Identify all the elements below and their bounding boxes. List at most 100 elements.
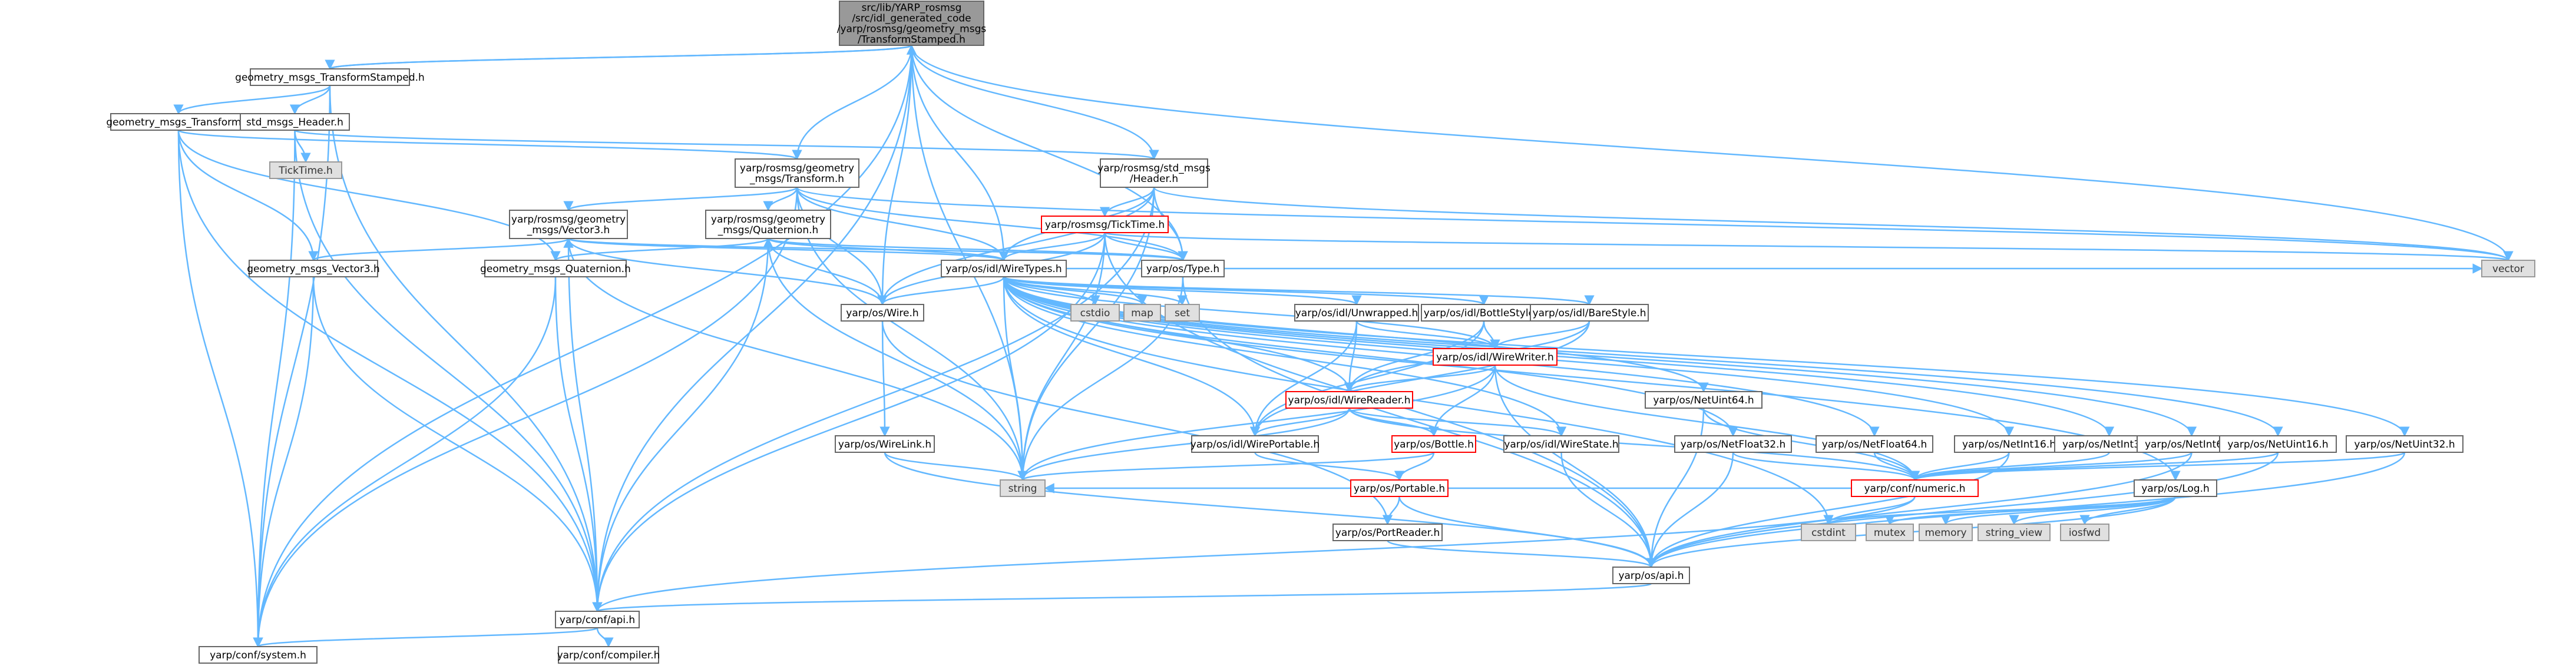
edge-log_h-to-string_view bbox=[2009, 496, 2177, 525]
node-box-conf_system[interactable] bbox=[199, 646, 318, 664]
node-rm_vector3[interactable]: yarp/rosmsg/geometry_msgs/Vector3.h bbox=[509, 210, 628, 239]
node-box-wirestate[interactable] bbox=[1503, 435, 1619, 453]
node-box-vector[interactable] bbox=[2481, 260, 2535, 277]
node-portable[interactable]: yarp/os/Portable.h bbox=[1350, 479, 1449, 497]
node-wirelink[interactable]: yarp/os/WireLink.h bbox=[835, 435, 935, 453]
node-rm_header[interactable]: yarp/rosmsg/std_msgs/Header.h bbox=[1097, 158, 1211, 188]
node-wire_h[interactable]: yarp/os/Wire.h bbox=[841, 304, 924, 322]
edge-tf_h-to-conf_system bbox=[177, 130, 263, 648]
node-vector[interactable]: vector bbox=[2481, 260, 2535, 277]
node-set[interactable]: set bbox=[1165, 304, 1200, 322]
node-box-set[interactable] bbox=[1165, 304, 1200, 322]
node-root[interactable]: src/lib/YARP_rosmsg/src/idl_generated_co… bbox=[837, 1, 987, 46]
node-v3_h[interactable]: geometry_msgs_Vector3.h bbox=[247, 260, 380, 277]
node-box-tf_h[interactable] bbox=[110, 113, 247, 131]
node-rm_transform[interactable]: yarp/rosmsg/geometry_msgs/Transform.h bbox=[735, 158, 859, 188]
node-wirereader[interactable]: yarp/os/idl/WireReader.h bbox=[1285, 391, 1413, 409]
node-netuint16[interactable]: yarp/os/NetUint16.h bbox=[2219, 435, 2337, 453]
node-netfloat64[interactable]: yarp/os/NetFloat64.h bbox=[1816, 435, 1933, 453]
node-iosfwd[interactable]: iosfwd bbox=[2060, 524, 2109, 541]
node-box-numeric[interactable] bbox=[1851, 479, 1979, 497]
node-cstdint[interactable]: cstdint bbox=[1801, 524, 1856, 541]
node-box-cstdint[interactable] bbox=[1801, 524, 1856, 541]
node-ts_h[interactable]: geometry_msgs_TransformStamped.h bbox=[235, 68, 425, 86]
node-tf_h[interactable]: geometry_msgs_Transform.h bbox=[106, 113, 251, 131]
node-box-ts_h[interactable] bbox=[250, 68, 410, 86]
node-rm_quat[interactable]: yarp/rosmsg/geometry_msgs/Quaternion.h bbox=[705, 210, 831, 239]
node-box-v3_h[interactable] bbox=[249, 260, 378, 277]
node-box-type_h[interactable] bbox=[1141, 260, 1225, 277]
node-box-rm_transform[interactable] bbox=[735, 158, 859, 188]
node-portreader[interactable]: yarp/os/PortReader.h bbox=[1332, 524, 1443, 541]
node-os_api[interactable]: yarp/os/api.h bbox=[1612, 567, 1690, 584]
node-ticktime_h[interactable]: TickTime.h bbox=[269, 161, 342, 179]
node-box-wiretypes[interactable] bbox=[941, 260, 1067, 277]
node-numeric[interactable]: yarp/conf/numeric.h bbox=[1851, 479, 1979, 497]
node-hdr_h[interactable]: std_msgs_Header.h bbox=[240, 113, 350, 131]
node-box-memory[interactable] bbox=[1919, 524, 1973, 541]
node-box-string[interactable] bbox=[1000, 479, 1046, 497]
node-box-portable[interactable] bbox=[1350, 479, 1449, 497]
node-netint16[interactable]: yarp/os/NetInt16.h bbox=[1954, 435, 2064, 453]
node-box-rm_ticktime[interactable] bbox=[1041, 216, 1169, 233]
node-q_h[interactable]: geometry_msgs_Quaternion.h bbox=[480, 260, 631, 277]
node-box-cstdio[interactable] bbox=[1070, 304, 1120, 322]
node-box-wirewriter[interactable] bbox=[1433, 348, 1557, 366]
node-conf_system[interactable]: yarp/conf/system.h bbox=[199, 646, 318, 664]
node-netfloat32[interactable]: yarp/os/NetFloat32.h bbox=[1674, 435, 1792, 453]
node-box-unwrapped[interactable] bbox=[1294, 304, 1419, 322]
node-box-barestyle[interactable] bbox=[1530, 304, 1649, 322]
node-box-os_api[interactable] bbox=[1612, 567, 1690, 584]
node-label-ticktime_h: TickTime.h bbox=[278, 165, 333, 177]
node-box-netuint16[interactable] bbox=[2219, 435, 2337, 453]
node-netuint32[interactable]: yarp/os/NetUint32.h bbox=[2346, 435, 2463, 453]
node-box-netuint64[interactable] bbox=[1645, 391, 1762, 409]
node-box-q_h[interactable] bbox=[484, 260, 627, 277]
node-box-rm_vector3[interactable] bbox=[509, 210, 628, 239]
node-wirewriter[interactable]: yarp/os/idl/WireWriter.h bbox=[1433, 348, 1557, 366]
node-type_h[interactable]: yarp/os/Type.h bbox=[1141, 260, 1225, 277]
node-string[interactable]: string bbox=[1000, 479, 1046, 497]
node-box-map[interactable] bbox=[1123, 304, 1161, 322]
node-box-rm_quat[interactable] bbox=[705, 210, 831, 239]
node-barestyle[interactable]: yarp/os/idl/BareStyle.h bbox=[1530, 304, 1649, 322]
node-box-wirereader[interactable] bbox=[1285, 391, 1413, 409]
node-box-string_view[interactable] bbox=[1978, 524, 2051, 541]
node-box-wireportable[interactable] bbox=[1191, 435, 1319, 453]
node-box-bottle[interactable] bbox=[1391, 435, 1476, 453]
node-box-conf_compiler[interactable] bbox=[558, 646, 659, 664]
node-unwrapped[interactable]: yarp/os/idl/Unwrapped.h bbox=[1294, 304, 1419, 322]
node-box-portreader[interactable] bbox=[1332, 524, 1443, 541]
node-conf_api[interactable]: yarp/conf/api.h bbox=[555, 611, 640, 628]
node-box-wire_h[interactable] bbox=[841, 304, 924, 322]
node-netuint64[interactable]: yarp/os/NetUint64.h bbox=[1645, 391, 1762, 409]
node-wiretypes[interactable]: yarp/os/idl/WireTypes.h bbox=[941, 260, 1067, 277]
node-box-log_h[interactable] bbox=[2134, 479, 2217, 497]
node-wireportable[interactable]: yarp/os/idl/WirePortable.h bbox=[1191, 435, 1320, 453]
node-box-ticktime_h[interactable] bbox=[269, 161, 342, 179]
node-mutex[interactable]: mutex bbox=[1866, 524, 1914, 541]
node-rm_ticktime[interactable]: yarp/rosmsg/TickTime.h bbox=[1041, 216, 1169, 233]
node-cstdio[interactable]: cstdio bbox=[1070, 304, 1120, 322]
node-box-netuint32[interactable] bbox=[2346, 435, 2463, 453]
node-bottle[interactable]: yarp/os/Bottle.h bbox=[1391, 435, 1476, 453]
node-box-rm_header[interactable] bbox=[1100, 158, 1208, 188]
node-box-netfloat32[interactable] bbox=[1674, 435, 1792, 453]
node-box-iosfwd[interactable] bbox=[2060, 524, 2109, 541]
node-box-wirelink[interactable] bbox=[835, 435, 935, 453]
node-box-netfloat64[interactable] bbox=[1816, 435, 1933, 453]
node-wirestate[interactable]: yarp/os/idl/WireState.h bbox=[1503, 435, 1619, 453]
node-box-mutex[interactable] bbox=[1866, 524, 1914, 541]
node-memory[interactable]: memory bbox=[1919, 524, 1973, 541]
node-string_view[interactable]: string_view bbox=[1978, 524, 2051, 541]
node-map[interactable]: map bbox=[1123, 304, 1161, 322]
node-bottlestyle[interactable]: yarp/os/idl/BottleStyle.h bbox=[1421, 304, 1547, 322]
edge-netfloat32-to-numeric bbox=[1732, 452, 1920, 481]
node-box-hdr_h[interactable] bbox=[240, 113, 350, 131]
node-conf_compiler[interactable]: yarp/conf/compiler.h bbox=[557, 646, 660, 664]
node-box-conf_api[interactable] bbox=[555, 611, 640, 628]
edge-rm_header-to-wire_h bbox=[877, 187, 1155, 306]
edge-wiretypes-to-wire_h bbox=[877, 276, 1005, 306]
node-box-root[interactable] bbox=[839, 1, 984, 46]
node-log_h[interactable]: yarp/os/Log.h bbox=[2134, 479, 2217, 497]
